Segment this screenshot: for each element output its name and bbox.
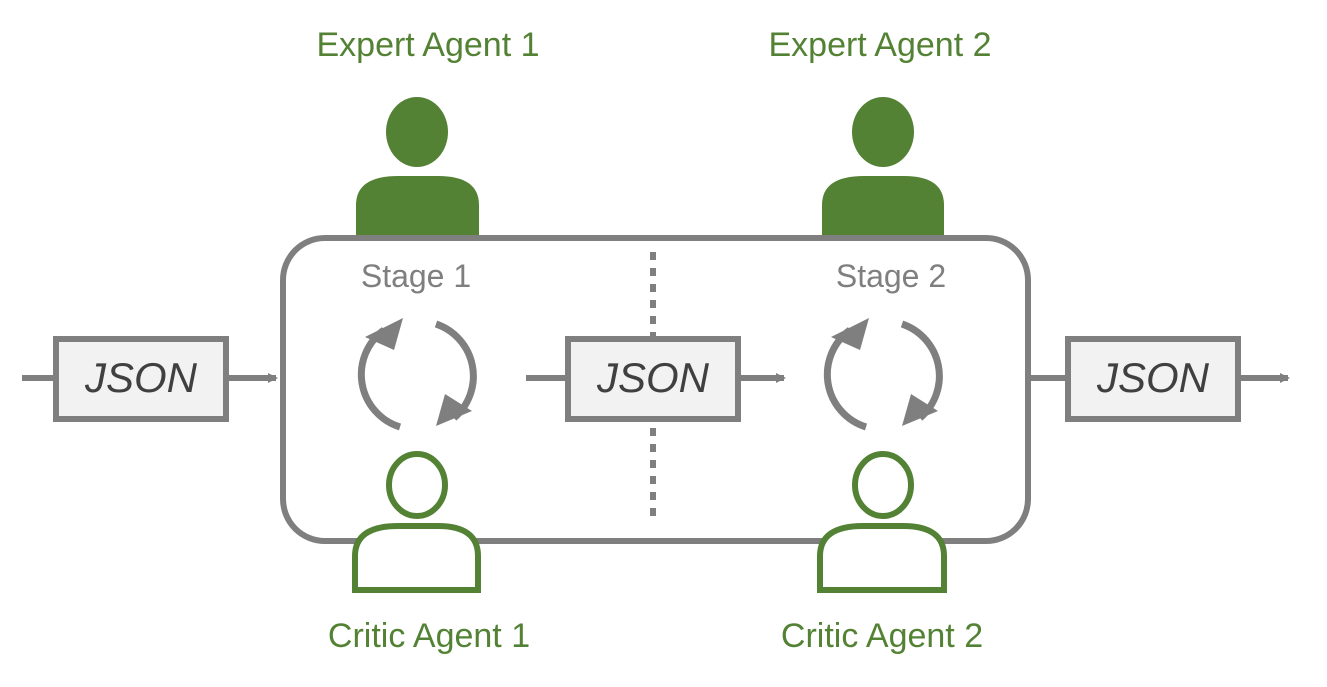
json-box-output <box>1065 336 1241 422</box>
expert-agent-2-icon <box>822 97 944 236</box>
stage-1-label: Stage 1 <box>360 258 472 294</box>
expert-agent-1-icon <box>356 97 479 236</box>
expert-agent-1-label: Expert Agent 1 <box>316 26 540 64</box>
expert-agent-2-label: Expert Agent 2 <box>768 26 992 64</box>
json-box-input <box>53 336 229 422</box>
critic-agent-1-label: Critic Agent 1 <box>327 617 531 655</box>
cycle-arrows-icon-stage-1 <box>357 318 477 431</box>
critic-agent-1-icon <box>352 451 481 593</box>
cycle-arrows-icon-stage-2 <box>823 318 943 431</box>
critic-agent-2-label: Critic Agent 2 <box>780 617 984 655</box>
json-input-label: JSON <box>84 354 198 401</box>
json-output-label: JSON <box>1096 354 1210 401</box>
stage-frame <box>280 235 1031 544</box>
critic-agent-2-icon <box>817 451 947 593</box>
stage-2-label: Stage 2 <box>835 258 947 294</box>
json-middle-label: JSON <box>596 354 710 401</box>
